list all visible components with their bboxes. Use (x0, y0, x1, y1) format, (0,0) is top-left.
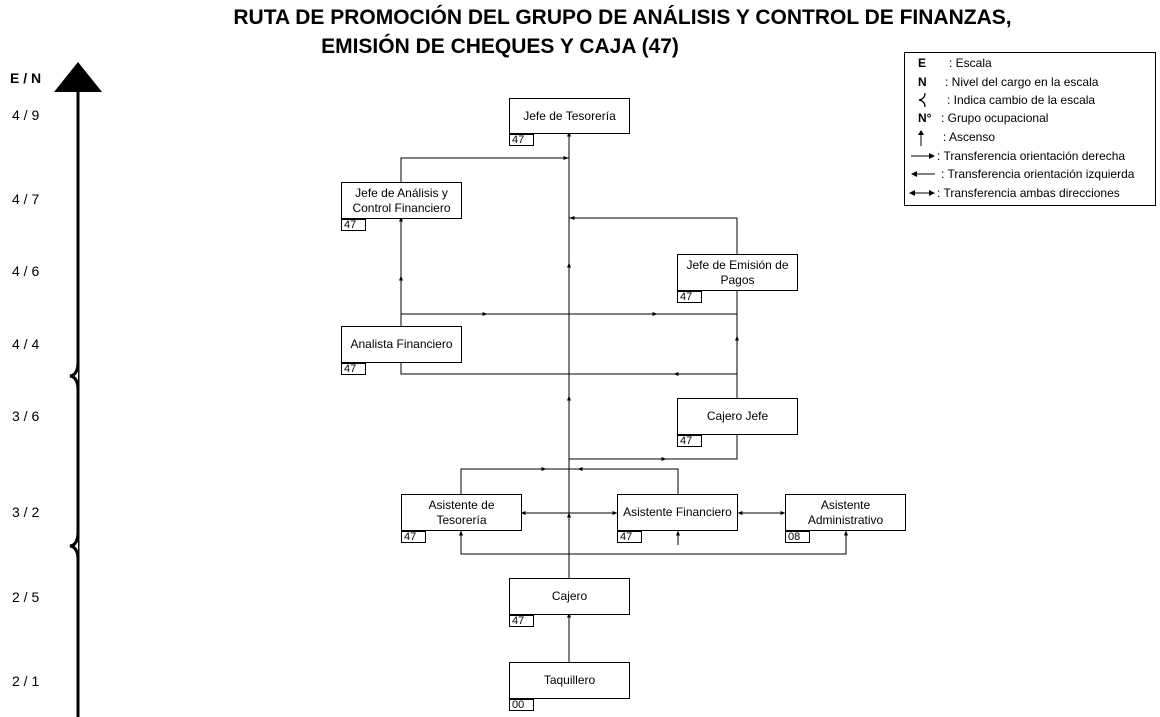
break-icon (918, 93, 926, 107)
level-label: 3 / 2 (12, 504, 40, 520)
left-arrow-icon (911, 171, 935, 177)
legend-text: : Escala (949, 56, 992, 70)
legend-text: : Nivel del cargo en la escala (945, 75, 1099, 89)
legend-text: : Transferencia orientación izquierda (941, 167, 1135, 181)
group-code: 47 (401, 531, 426, 543)
legend-symbol: N° (918, 111, 932, 125)
box-asistente-tesoreria: Asistente de Tesorería (401, 494, 522, 531)
legend-text: : Indica cambio de la escala (947, 93, 1096, 107)
scale-axis (54, 62, 102, 717)
box-asistente-administrativo: Asistente Administrativo (785, 494, 906, 531)
box-cajero: Cajero (509, 578, 630, 615)
group-code: 47 (677, 435, 702, 447)
level-label: 4 / 4 (12, 336, 40, 352)
level-label: 4 / 7 (12, 191, 40, 207)
group-code: 47 (509, 615, 534, 627)
legend-text: : Ascenso (943, 130, 996, 144)
group-code: 47 (341, 363, 366, 375)
level-label: 4 / 6 (12, 263, 40, 279)
level-label: 2 / 1 (12, 673, 40, 689)
group-code: 47 (341, 219, 366, 231)
level-label: 2 / 5 (12, 589, 40, 605)
box-jefe-analisis: Jefe de Análisis y Control Financiero (341, 182, 462, 219)
group-code: 08 (785, 531, 810, 543)
diagram-title-line2: EMISIÓN DE CHEQUES Y CAJA (47) (321, 35, 679, 58)
legend-symbol: E (918, 56, 927, 70)
box-cajero-jefe: Cajero Jefe (677, 398, 798, 435)
legend-text: : Grupo ocupacional (941, 111, 1049, 125)
axis-header: E / N (10, 70, 42, 86)
group-code: 47 (509, 134, 534, 146)
legend: E : Escala N : Nivel del cargo en la esc… (904, 52, 1156, 206)
up-arrow-icon (918, 130, 924, 146)
double-arrow-icon (909, 190, 935, 196)
box-asistente-financiero: Asistente Financiero (617, 494, 738, 531)
box-analista: Analista Financiero (341, 326, 462, 363)
level-label: 4 / 9 (12, 107, 40, 123)
diagram-title-line1: RUTA DE PROMOCIÓN DEL GRUPO DE ANÁLISIS … (233, 6, 1012, 29)
box-taquillero: Taquillero (509, 662, 630, 699)
legend-text: : Transferencia ambas direcciones (937, 186, 1120, 200)
level-label: 3 / 6 (12, 408, 40, 424)
box-jefe-emision: Jefe de Emisión de Pagos (677, 254, 798, 291)
box-jefe-tesoreria: Jefe de Tesorería (509, 98, 630, 134)
legend-text: : Transferencia orientación derecha (937, 149, 1126, 163)
legend-symbol: N (918, 75, 927, 89)
group-code: 47 (617, 531, 642, 543)
group-code: 47 (677, 291, 702, 303)
right-arrow-icon (911, 153, 935, 159)
group-code: 00 (509, 699, 534, 711)
